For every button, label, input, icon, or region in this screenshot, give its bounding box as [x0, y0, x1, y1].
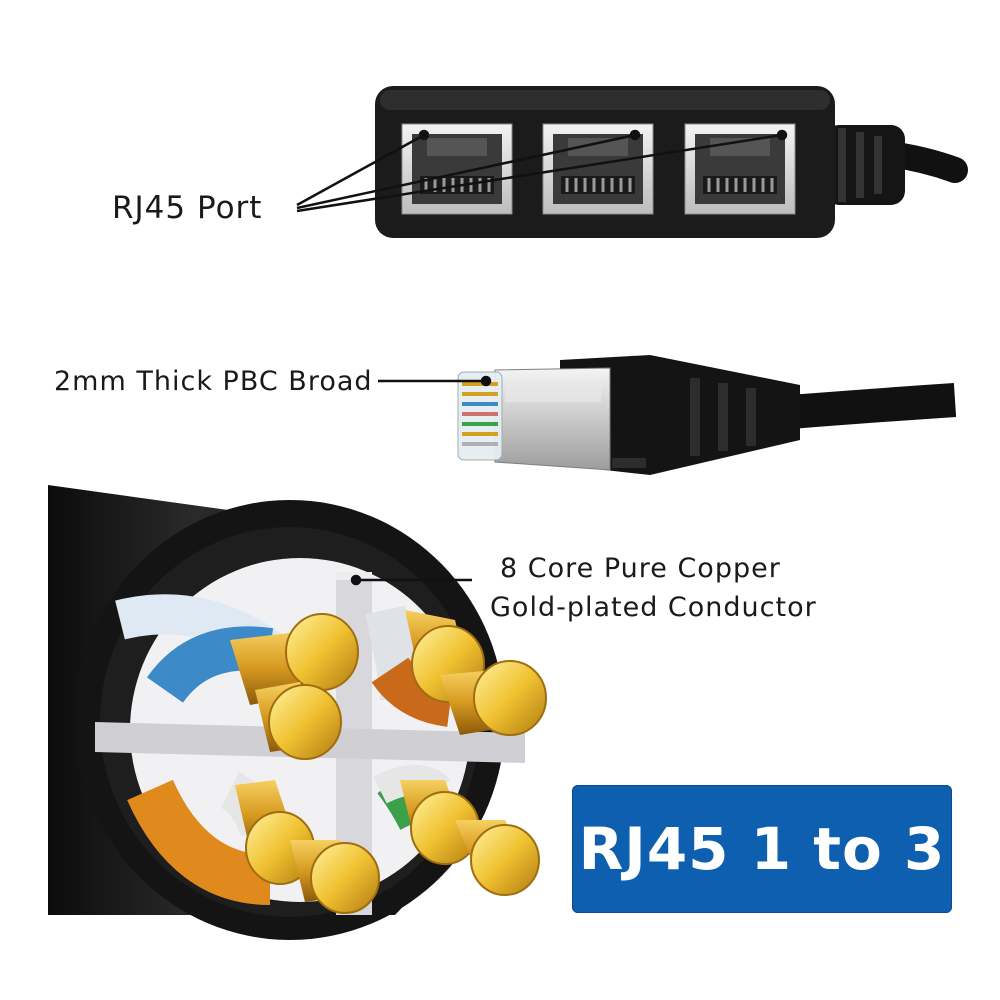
strain-relief	[825, 125, 905, 205]
conductor-label-line2: Gold-plated Conductor	[490, 592, 817, 623]
product-badge: RJ45 1 to 3	[572, 785, 952, 913]
orange-wire-pair	[365, 605, 547, 736]
plug-contacts	[457, 371, 503, 461]
green-wire-pair	[373, 765, 540, 896]
plug-shield	[494, 367, 611, 471]
rj45-port-3	[684, 123, 796, 215]
brown-wire-pair	[127, 772, 380, 914]
port-leader-lines	[296, 129, 788, 213]
plug-boot	[560, 355, 800, 475]
cable-cross-section	[48, 485, 547, 940]
rj45-plug	[378, 355, 957, 475]
pcb-thickness-label: 2mm Thick PBC Broad	[54, 366, 373, 397]
rj45-port-label: RJ45 Port	[112, 190, 263, 226]
conductor-label-line1: 8 Core Pure Copper	[500, 553, 781, 584]
conductor-leader-line	[350, 574, 472, 586]
board-leader-line	[378, 375, 492, 387]
badge-text: RJ45 1 to 3	[578, 815, 946, 883]
rj45-splitter	[296, 86, 968, 238]
blue-wire-pair	[115, 594, 359, 760]
rj45-port-1	[401, 123, 513, 215]
